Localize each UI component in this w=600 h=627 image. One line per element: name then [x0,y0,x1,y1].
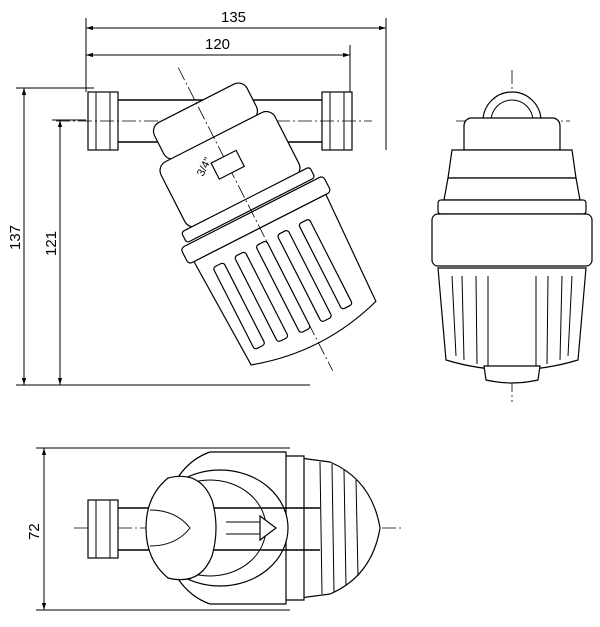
dimension-72-label: 72 [26,523,43,540]
dimension-bottom-depth: 72 [26,447,290,611]
dimension-inner-height: 121 [43,119,86,385]
dimension-135-label: 135 [221,9,246,26]
flow-arrow-icon [259,514,277,542]
dimension-121-label: 121 [43,231,60,256]
dimension-pipe-width: 120 [86,36,351,92]
front-view: 3/4" [56,67,377,371]
side-view [431,70,593,402]
bottom-view [74,451,402,605]
dimension-overall-width: 135 [85,9,387,150]
bottom-left-socket [87,499,119,559]
dimension-overall-height: 137 [7,87,310,386]
size-label-box [210,149,246,180]
dimension-120-label: 120 [205,36,230,53]
dimension-137-label: 137 [7,225,24,250]
